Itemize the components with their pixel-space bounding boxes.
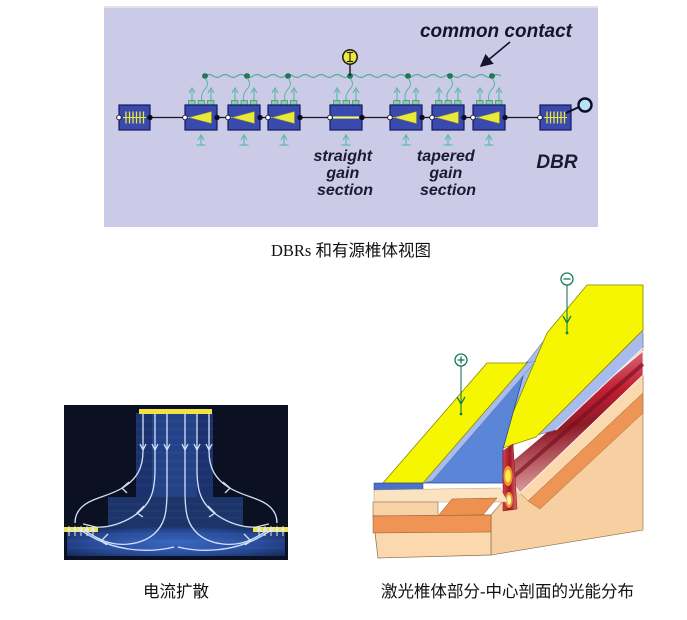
taper-3d-figure — [372, 272, 645, 559]
straight-gain-box — [328, 103, 364, 132]
base-layer — [67, 527, 285, 556]
negative-electrode-pad — [496, 284, 644, 451]
substrate-front-orange-layer — [372, 514, 492, 534]
figure3-caption: 激光椎体部分-中心剖面的光能分布 — [381, 582, 634, 601]
dbr-array-schematic-figure: common contact straight gain section tap… — [104, 6, 598, 227]
top-contact-bar — [139, 409, 212, 414]
dbr-label: DBR — [536, 152, 577, 173]
tapered-gain-box — [227, 104, 261, 131]
common-contact-arrow — [479, 41, 511, 68]
common-contact-bus — [200, 73, 502, 102]
waveguide-front-edge — [373, 482, 424, 491]
dbr-section-box — [118, 104, 151, 131]
substrate-orange-band — [527, 392, 644, 510]
dbr-section-box — [539, 104, 572, 131]
output-facet-icon — [565, 97, 593, 114]
tapered-gain-box — [472, 104, 506, 131]
plus-terminal-icon — [454, 353, 468, 416]
step-front-face — [372, 501, 439, 517]
tapered-gain-section-label: tapered gain section — [417, 148, 479, 199]
tapered-gain-box — [431, 104, 465, 131]
minus-terminal-icon — [560, 272, 574, 335]
figure1-caption: DBRs 和有源椎体视图 — [271, 241, 431, 260]
optical-mode-core — [509, 362, 645, 481]
straight-gain-section-label: straight gain section — [313, 148, 376, 199]
common-contact-label: common contact — [420, 21, 573, 42]
tapered-gain-box — [267, 104, 301, 131]
tapered-gain-box — [389, 104, 423, 131]
bus-node-dots — [202, 73, 495, 79]
current-source-icon — [342, 48, 359, 76]
laser-section-boxes — [118, 100, 572, 132]
axis-node-dots — [116, 114, 543, 121]
bus-drop-wires — [200, 77, 495, 102]
current-spreading-figure — [64, 405, 288, 560]
mesa-step — [108, 497, 243, 527]
tapered-gain-box — [184, 104, 218, 131]
figure2-caption: 电流扩散 — [143, 582, 209, 601]
